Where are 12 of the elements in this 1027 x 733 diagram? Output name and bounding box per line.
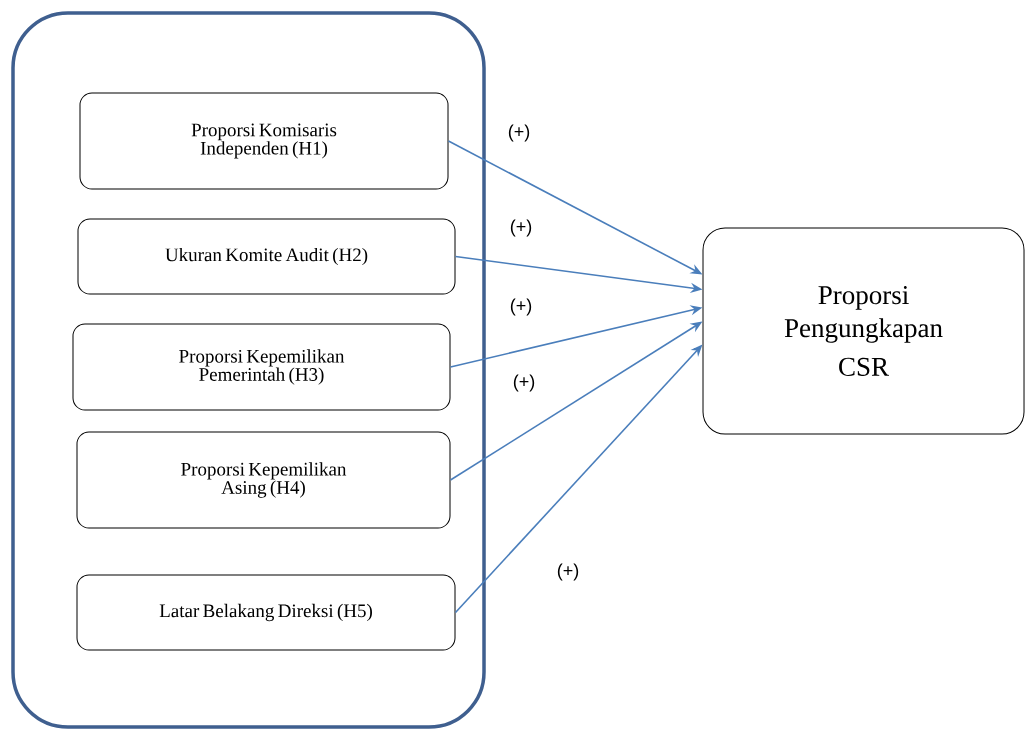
edge-label: (+) (511, 373, 537, 393)
edge-label: (+) (508, 218, 534, 238)
edge-label: (+) (506, 123, 532, 143)
variable-box: Proporsi Pengungkapan CSR (702, 227, 1025, 435)
variable-box: Proporsi Komisaris Independen (H1) (79, 92, 449, 190)
edge-label: (+) (555, 562, 581, 582)
variable-box: Proporsi Kepemilikan Asing (H4) (76, 431, 451, 529)
variable-box: Proporsi Kepemilikan Pemerintah (H3) (72, 323, 451, 411)
container-box (11, 11, 486, 729)
edge-label: (+) (508, 297, 534, 317)
variable-box: Latar Belakang Direksi (H5) (76, 574, 456, 651)
variable-box: Ukuran Komite Audit (H2) (77, 218, 456, 295)
